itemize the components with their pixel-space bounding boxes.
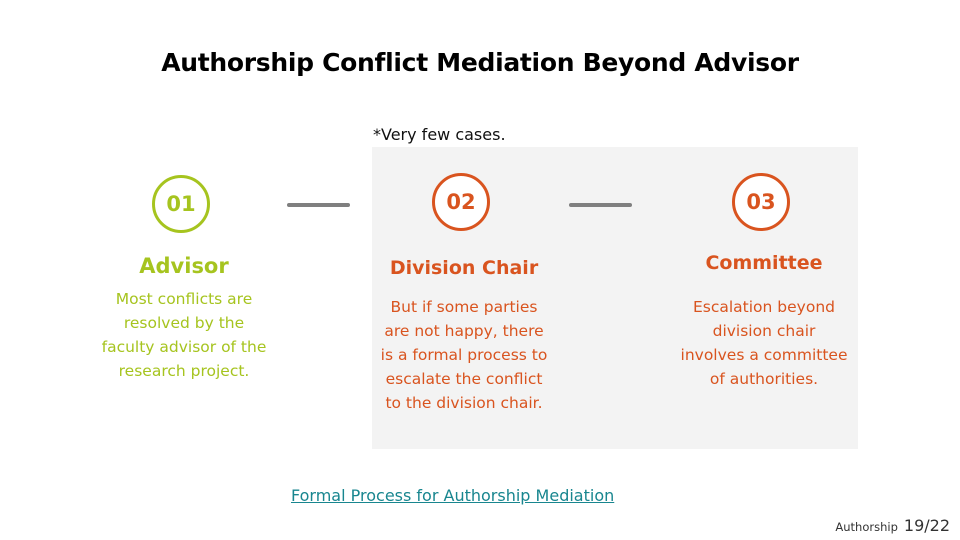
step-1-title: Advisor <box>139 254 229 278</box>
page-number: 19/22 <box>903 516 950 535</box>
footnote-text: *Very few cases. <box>373 125 506 144</box>
step-2-number: 02 <box>446 190 476 214</box>
connector-line-2 <box>569 203 632 207</box>
step-1-description: Most conflicts are resolved by the facul… <box>101 290 267 380</box>
footer-section-label: Authorship <box>835 520 898 534</box>
step-2-title: Division Chair <box>389 257 539 279</box>
step-3-number-circle: 03 <box>732 173 790 231</box>
step-1-number-circle: 01 <box>152 175 210 233</box>
step-2-description: But if some parties are not happy, there… <box>380 298 548 412</box>
connector-line-1 <box>287 203 350 207</box>
step-1-number: 01 <box>166 192 196 216</box>
step-3-description: Escalation beyond division chair involve… <box>680 298 848 388</box>
step-3-title: Committee <box>705 252 823 274</box>
slide-footer: Authorship 19/22 <box>835 516 950 535</box>
step-2-number-circle: 02 <box>432 173 490 231</box>
slide-title: Authorship Conflict Mediation Beyond Adv… <box>161 48 799 77</box>
formal-process-link[interactable]: Formal Process for Authorship Mediation <box>291 486 615 505</box>
step-3-number: 03 <box>746 190 776 214</box>
